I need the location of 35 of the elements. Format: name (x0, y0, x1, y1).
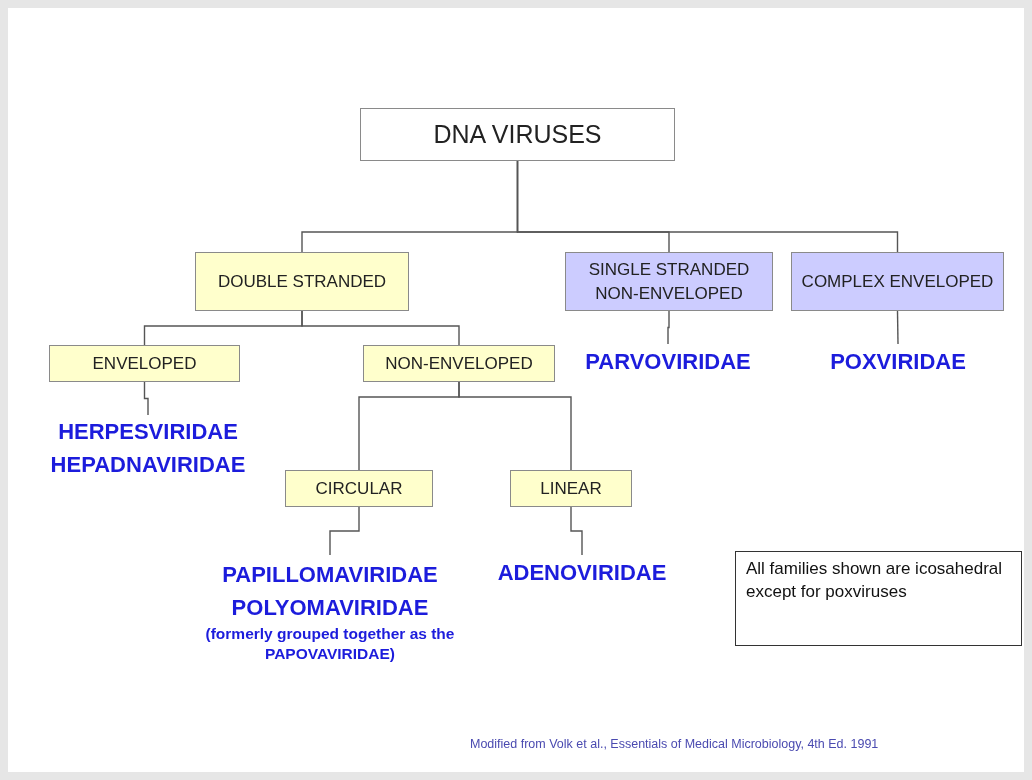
category-box (360, 108, 675, 161)
title-label: DNA VIRUSES (433, 119, 602, 150)
virus-family-name: PARVOVIRIDAE (585, 347, 751, 376)
note-box (735, 551, 1022, 646)
category-label: ENVELOPED (92, 352, 197, 375)
category-box (195, 252, 409, 311)
category-box (363, 345, 555, 382)
connector-line (329, 506, 360, 556)
connector-line (458, 381, 572, 471)
connector-line (301, 310, 460, 346)
category-label: SINGLE STRANDED NON-ENVELOPED (587, 258, 751, 305)
category-box (565, 252, 773, 311)
connector-line (896, 310, 899, 345)
virus-family-name: ADENOVIRIDAE (497, 558, 667, 587)
footnote-text: (formerly grouped together as the PAPOVAVIRIDAE) (204, 623, 456, 664)
connector-line (516, 160, 899, 253)
category-label: CIRCULAR (315, 477, 403, 500)
category-box (510, 470, 632, 507)
category-box (285, 470, 433, 507)
virus-family-name: HERPESVIRIDAE (58, 418, 238, 446)
virus-family-name: POXVIRIDAE (830, 347, 966, 376)
connector-line (667, 310, 670, 345)
category-label: LINEAR (540, 477, 602, 500)
virus-family-name: POLYOMAVIRIDAE (231, 593, 429, 622)
source-note: Modified from Volk et al., Essentials of Medical Microbiology, 4th Ed. 1991 (470, 737, 880, 751)
category-label: NON-ENVELOPED (385, 352, 533, 375)
category-box (49, 345, 240, 382)
note-text: All families shown are icosahedral except for poxviruses (746, 558, 1004, 603)
connector-line (143, 381, 149, 416)
virus-family-name: PAPILLOMAVIRIDAE (222, 560, 438, 589)
category-label: DOUBLE STRANDED (217, 270, 387, 293)
virus-family-name: HEPADNAVIRIDAE (50, 451, 246, 479)
category-label: COMPLEX ENVELOPED (801, 270, 994, 293)
connector-line (570, 506, 583, 556)
category-box (791, 252, 1004, 311)
